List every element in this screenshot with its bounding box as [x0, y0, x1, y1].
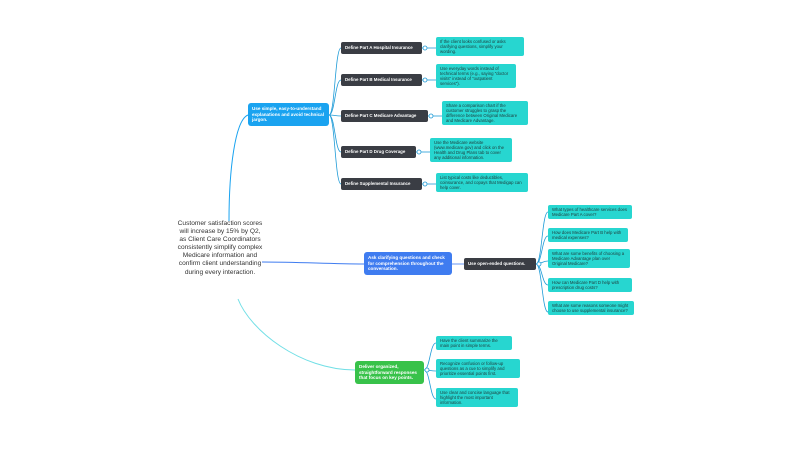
child-part-c[interactable]: Define Part C Medicare Advantage [341, 110, 428, 122]
branch-clarifying-questions[interactable]: Ask clarifying questions and check for c… [364, 252, 452, 275]
collapse-toggle-icon [422, 45, 428, 51]
collapse-toggle-icon [424, 367, 430, 373]
child-supplemental[interactable]: Define Supplemental Insurance [341, 178, 422, 190]
link-b1-child-2 [328, 79, 342, 116]
note-question-advantage[interactable]: What are some benefits of choosing a Med… [548, 249, 630, 269]
link-b1-child-5 [328, 114, 342, 185]
note-clear-language[interactable]: Use clear and concise language that high… [436, 388, 518, 408]
branch-simple-explanations[interactable]: Use simple, easy-to-understand explanati… [248, 103, 329, 126]
note-question-supplemental[interactable]: What are some reasons someone might choo… [548, 301, 634, 316]
note-part-c[interactable]: Share a comparison chart if the customer… [442, 101, 528, 126]
note-question-part-d[interactable]: How can Medicare Part D help with prescr… [548, 278, 632, 293]
note-question-part-a[interactable]: What types of healthcare services does M… [548, 205, 632, 220]
link-b1-child-1 [328, 47, 342, 116]
link-b3-note-3 [423, 369, 437, 400]
link-b1-child-3 [328, 114, 342, 117]
link-sub-note-1 [535, 211, 549, 265]
child-part-d[interactable]: Define Part D Drug Coverage [341, 146, 416, 158]
child-part-b[interactable]: Define Part B Medical Insurance [341, 74, 422, 86]
child-open-ended-questions[interactable]: Use open-ended questions. [464, 258, 536, 270]
note-supplemental[interactable]: List typical costs like deductibles, coi… [436, 173, 528, 193]
note-recognize-confusion[interactable]: Recognize confusion or follow-up questio… [436, 359, 520, 379]
collapse-toggle-icon [422, 181, 428, 187]
link-sub-note-4 [535, 263, 549, 286]
note-part-d[interactable]: Use the Medicare website (www.medicare.g… [430, 138, 512, 163]
root-topic[interactable]: Customer satisfaction scores will increa… [177, 220, 263, 276]
link-root-branch-2 [261, 261, 365, 265]
note-part-a[interactable]: If the client looks confused or asks cla… [436, 37, 524, 57]
link-b3-note-1 [423, 342, 437, 371]
collapse-toggle-icon [422, 77, 428, 83]
note-summarize[interactable]: Have the client summarize the main point… [436, 336, 512, 351]
child-part-a[interactable]: Define Part A Hospital Insurance [341, 42, 422, 54]
note-question-part-b[interactable]: How does Medicare Part B help with medic… [548, 228, 628, 243]
collapse-toggle-icon [428, 113, 434, 119]
link-root-branch-3 [237, 298, 356, 371]
link-sub-note-5 [535, 263, 549, 313]
note-part-b[interactable]: Use everyday words instead of technical … [436, 64, 516, 89]
collapse-toggle-icon [416, 149, 422, 155]
collapse-toggle-icon [536, 261, 542, 267]
branch-organized-responses[interactable]: Deliver organized, straightforward respo… [355, 361, 424, 384]
link-root-branch-1 [228, 114, 249, 222]
